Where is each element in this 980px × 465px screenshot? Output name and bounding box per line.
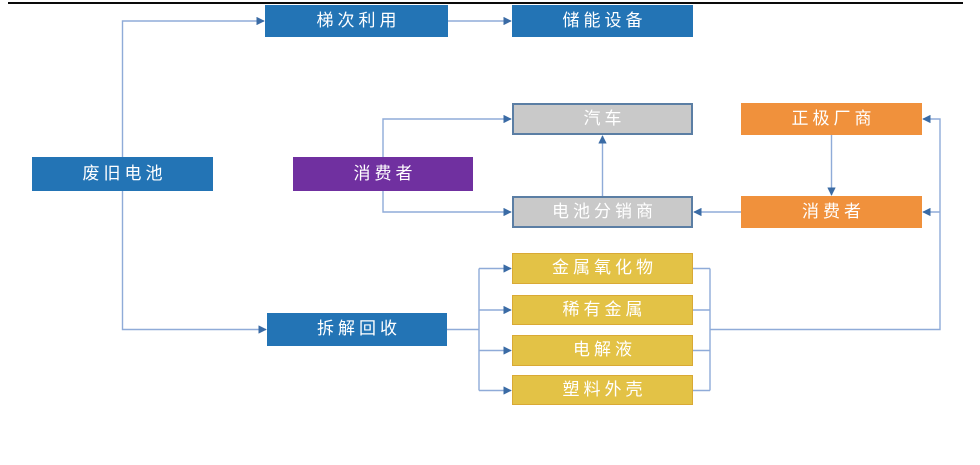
edge-waste-to-dismantle: [121, 191, 267, 334]
node-label: 废旧电池: [82, 163, 167, 184]
node-label: 电解液: [573, 340, 636, 360]
node-automobile: 汽车: [512, 103, 693, 135]
node-label: 消费者: [353, 163, 417, 184]
node-label: 储能设备: [562, 10, 647, 31]
node-label: 正极厂商: [791, 108, 876, 129]
edge-consumer-to-auto: [382, 114, 512, 157]
edge-consumer-to-distributor: [382, 191, 512, 217]
node-plastic-shell: 塑料外壳: [512, 375, 693, 405]
edge-waste-to-cascade: [121, 16, 265, 157]
node-energy-storage-equipment: 储能设备: [512, 5, 693, 37]
node-label: 金属氧化物: [552, 258, 657, 278]
top-divider-rule: [8, 2, 963, 4]
node-label: 稀有金属: [562, 299, 647, 320]
node-electrolyte: 电解液: [512, 335, 693, 366]
node-label: 梯次利用: [316, 10, 401, 31]
node-cascade-utilization: 梯次利用: [265, 5, 448, 37]
node-label: 拆解回收: [317, 319, 401, 339]
node-label: 塑料外壳: [562, 379, 647, 400]
node-consumer-middle: 消费者: [293, 157, 473, 191]
edge-collector-to-cathode: [710, 114, 941, 331]
node-cathode-manufacturer: 正极厂商: [741, 103, 922, 135]
node-label: 汽车: [583, 108, 626, 129]
node-label: 电池分销商: [552, 201, 657, 222]
node-label: 消费者: [802, 201, 865, 222]
node-rare-metals: 稀有金属: [512, 295, 693, 325]
node-dismantling-recycling: 拆解回收: [267, 313, 447, 346]
node-metal-oxides: 金属氧化物: [512, 253, 693, 284]
node-waste-battery: 废旧电池: [32, 157, 213, 191]
node-battery-distributor: 电池分销商: [512, 196, 693, 228]
node-consumer-right: 消费者: [741, 196, 922, 228]
